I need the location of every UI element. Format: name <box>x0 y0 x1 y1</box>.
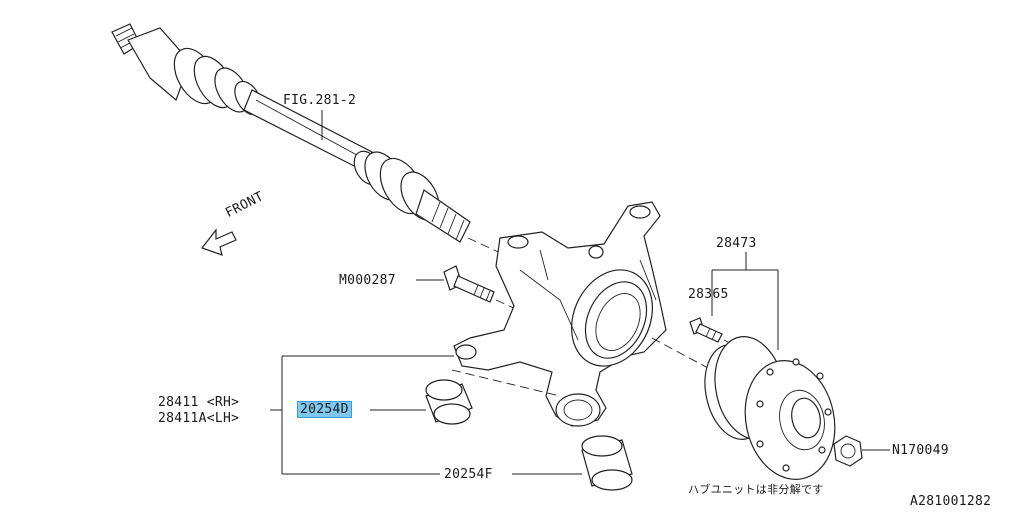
label-knuckle-rh[interactable]: 28411 <RH> <box>158 395 240 410</box>
label-hub-assy[interactable]: 28473 <box>716 236 757 251</box>
bushing-20254f[interactable] <box>581 435 633 491</box>
label-bushing-selected[interactable]: 20254D <box>297 401 352 418</box>
label-nut[interactable]: N170049 <box>892 443 949 458</box>
label-fig-ref[interactable]: FIG.281-2 <box>283 93 357 108</box>
label-knuckle-lh[interactable]: 28411A<LH> <box>158 411 240 426</box>
knuckle-bolt[interactable] <box>443 265 495 303</box>
drive-shaft[interactable] <box>111 23 471 243</box>
bushing-20254d[interactable] <box>425 379 473 425</box>
label-hub-bolt[interactable]: 28365 <box>688 287 729 302</box>
label-bushing-lower[interactable]: 20254F <box>444 467 493 482</box>
hub-note: ハブユニットは非分解です <box>688 483 824 496</box>
diagram-code: A281001282 <box>910 494 992 509</box>
hub-unit[interactable] <box>697 330 846 488</box>
axle-nut[interactable] <box>833 435 863 467</box>
front-arrow-icon <box>201 228 237 256</box>
label-bolt[interactable]: M000287 <box>339 273 396 288</box>
hub-bolt-28365[interactable] <box>689 317 723 343</box>
rear-knuckle[interactable] <box>453 201 668 427</box>
